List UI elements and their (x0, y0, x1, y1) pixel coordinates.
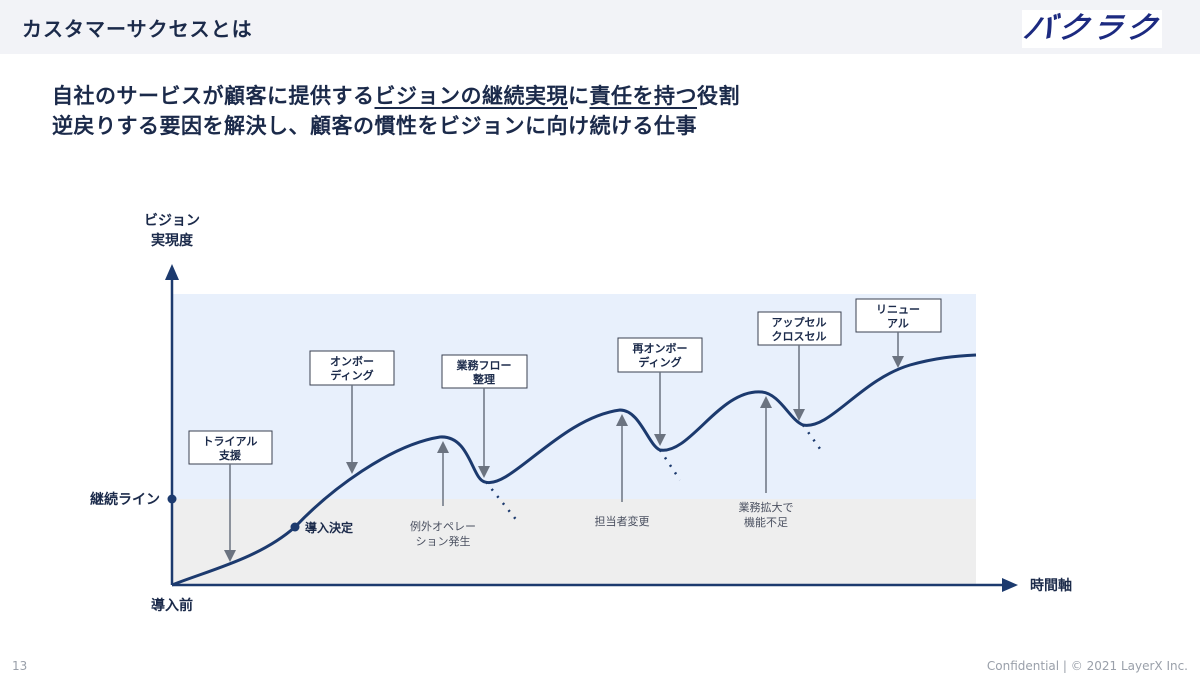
risk-staff-change: 担当者変更 (595, 414, 650, 528)
vision-band (172, 294, 976, 499)
lead-text-1b: に (568, 84, 590, 108)
risk-staff-change-line1: 担当者変更 (595, 514, 650, 528)
box-onboarding-line1: オンボー (330, 354, 374, 368)
lead-line-2: 逆戻りする要因を解決し、顧客の慣性をビジョンに向け続ける仕事 (52, 114, 697, 138)
box-reonboarding: 再オンボー ディング (617, 337, 703, 446)
decision-label: 導入決定 (305, 520, 353, 535)
page-number: 13 (12, 659, 28, 673)
header-bar: カスタマーサクセスとは バクラク (0, 0, 1200, 54)
box-upsell: アップセル クロスセル (757, 311, 842, 421)
copyright: Confidential | © 2021 LayerX Inc. (986, 659, 1188, 673)
box-reonboarding-line2: ディング (638, 355, 681, 369)
pre-continuation-band (172, 499, 976, 585)
box-reonboarding-line1: 再オンボー (633, 341, 688, 355)
risk-exception-line2: ション発生 (416, 534, 471, 548)
origin-label: 導入前 (151, 597, 193, 614)
box-workflow-line1: 業務フロー (456, 358, 512, 372)
x-axis-label: 時間軸 (1030, 577, 1072, 594)
lead-underline-1: ビジョンの継続実現 (374, 84, 568, 108)
box-upsell-line2: クロスセル (772, 330, 827, 343)
vision-curve (171, 353, 977, 587)
page-title: カスタマーサクセスとは (22, 17, 253, 41)
box-trial-line2: 支援 (218, 448, 242, 462)
decision-marker (290, 522, 300, 532)
lead-text-1a: 自社のサービスが顧客に提供する (52, 84, 375, 108)
risk-feature-gap-line2: 機能不足 (744, 515, 788, 529)
y-axis-arrowhead (165, 264, 179, 280)
box-upsell-line1: アップセル (772, 315, 827, 329)
lead-text-1c: 役割 (697, 84, 740, 108)
y-axis-label-1: ビジョン (144, 213, 200, 229)
box-renewal: リニュー アル (855, 298, 942, 368)
regression-dots-3 (801, 424, 825, 454)
baseline-label: 継続ライン (90, 491, 160, 508)
risk-exception-line1: 例外オペレー (410, 519, 476, 533)
x-axis-arrowhead (1002, 578, 1018, 592)
regression-dots-2 (658, 449, 682, 481)
y-axis-label-2: 実現度 (151, 232, 194, 249)
baseline-marker (167, 494, 177, 504)
risk-feature-gap-line1: 業務拡大で (739, 500, 794, 514)
risk-feature-gap: 業務拡大で 機能不足 (739, 396, 794, 529)
brand-logo: バクラク (1020, 10, 1164, 48)
lead-underline-2: 責任を持つ (589, 84, 697, 108)
box-workflow: 業務フロー 整理 (441, 354, 528, 478)
box-trial-line1: トライアル (203, 435, 258, 448)
box-onboarding: オンボー ディング (309, 350, 395, 474)
box-renewal-line2: アル (887, 317, 909, 330)
box-trial: トライアル 支援 (188, 430, 273, 562)
box-workflow-line2: 整理 (472, 372, 495, 386)
box-onboarding-line2: ディング (330, 368, 373, 382)
box-renewal-line1: リニュー (876, 303, 920, 316)
risk-exception: 例外オペレー ション発生 (410, 441, 476, 548)
lead-line-1: 自社のサービスが顧客に提供するビジョンの継続実現に責任を持つ役割 (52, 80, 740, 110)
